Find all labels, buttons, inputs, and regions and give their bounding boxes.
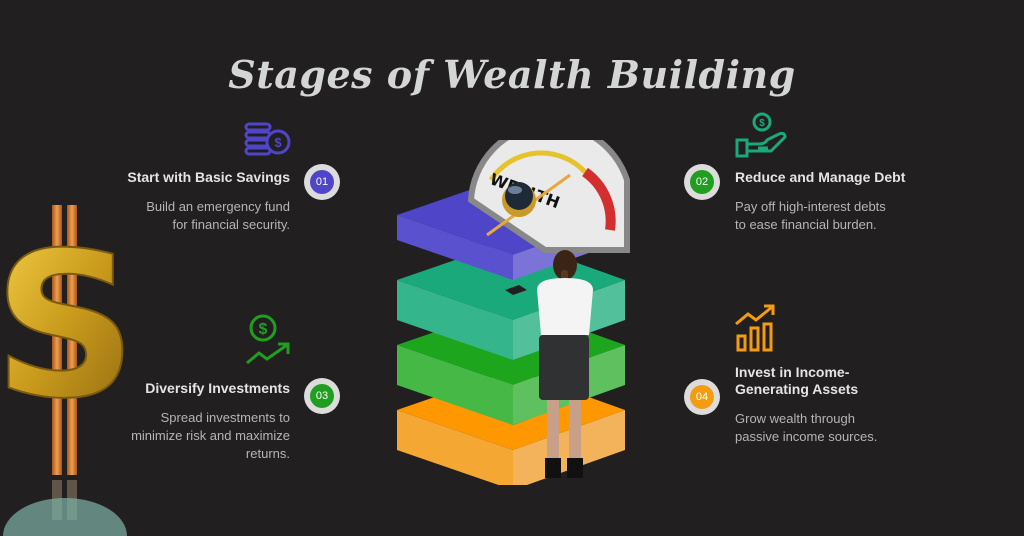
stage-1-heading: Start with Basic Savings [127, 169, 290, 185]
svg-text:$: $ [259, 321, 268, 338]
stage-4-heading: Invest in Income- Generating Assets [735, 364, 859, 397]
stage-3-heading: Diversify Investments [145, 380, 290, 396]
svg-text:$: $ [274, 135, 282, 150]
bar-chart-growth-icon [735, 304, 775, 352]
page-title: Stages of Wealth Building [228, 52, 796, 97]
stage-1-description: Build an emergency fund for financial se… [146, 199, 290, 232]
stage-4-description: Grow wealth through passive income sourc… [735, 411, 878, 444]
svg-text:S: S [0, 210, 137, 443]
wealth-gauge-icon: WEALTH [467, 140, 630, 253]
svg-text:$: $ [759, 118, 765, 129]
stage-3-badge: 03 [304, 378, 340, 414]
stacked-layers-illustration: WEALTH [397, 140, 630, 485]
dollar-growth-icon: $ [246, 314, 290, 365]
stage-3-description: Spread investments to minimize risk and … [131, 410, 290, 461]
businesswoman-figure [537, 250, 593, 478]
stage-4-badge: 04 [684, 379, 720, 415]
stage-3: Diversify Investments Spread investments… [80, 380, 290, 463]
stage-4: Invest in Income- Generating Assets Grow… [735, 364, 955, 446]
stage-2: Reduce and Manage Debt Pay off high-inte… [735, 169, 955, 234]
stage-2-heading: Reduce and Manage Debt [735, 169, 906, 185]
stage-2-badge: 02 [684, 164, 720, 200]
coins-icon: $ [244, 122, 291, 156]
stage-2-description: Pay off high-interest debts to ease fina… [735, 199, 886, 232]
stage-1-badge: 01 [304, 164, 340, 200]
hand-coin-icon: $ [735, 112, 787, 158]
gold-dollar-sign-icon: S [0, 205, 138, 536]
stage-1: Start with Basic Savings Build an emerge… [80, 169, 290, 234]
